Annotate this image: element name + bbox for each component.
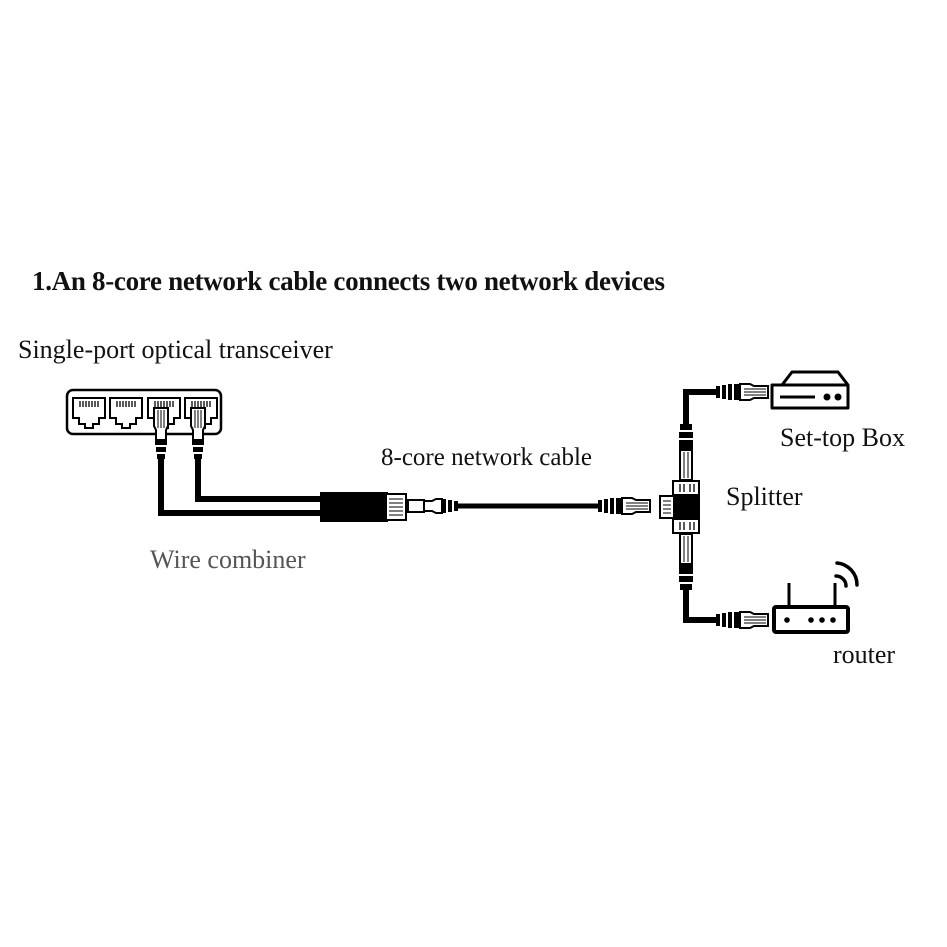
set-top-box-icon <box>770 370 850 410</box>
set-top-indicator-dot <box>823 393 831 401</box>
splitter-label: Splitter <box>726 482 803 511</box>
wire-1 <box>158 459 322 516</box>
optical-transceiver <box>65 388 223 436</box>
main-network-cable <box>407 497 651 515</box>
router-label: router <box>833 640 896 669</box>
wire-combiner <box>320 492 407 522</box>
wire-combiner-label: Wire combiner <box>150 545 306 574</box>
set-top-indicator-dot <box>834 393 842 401</box>
transceiver-label: Single-port optical transceiver <box>18 335 333 364</box>
set-top-box-label: Set-top Box <box>780 423 905 452</box>
transceiver-plug-4 <box>190 407 206 459</box>
router-cable <box>679 533 769 629</box>
set-top-box-cable <box>679 383 769 481</box>
router-icon <box>772 561 859 634</box>
wifi-icon <box>834 561 859 588</box>
wire-2 <box>195 459 322 502</box>
combiner-wires <box>158 459 322 516</box>
transceiver-plug-3 <box>153 407 169 459</box>
network-cable-label: 8-core network cable <box>381 444 592 471</box>
diagram-title: 1.An 8-core network cable connects two n… <box>32 266 665 296</box>
splitter <box>659 480 700 534</box>
